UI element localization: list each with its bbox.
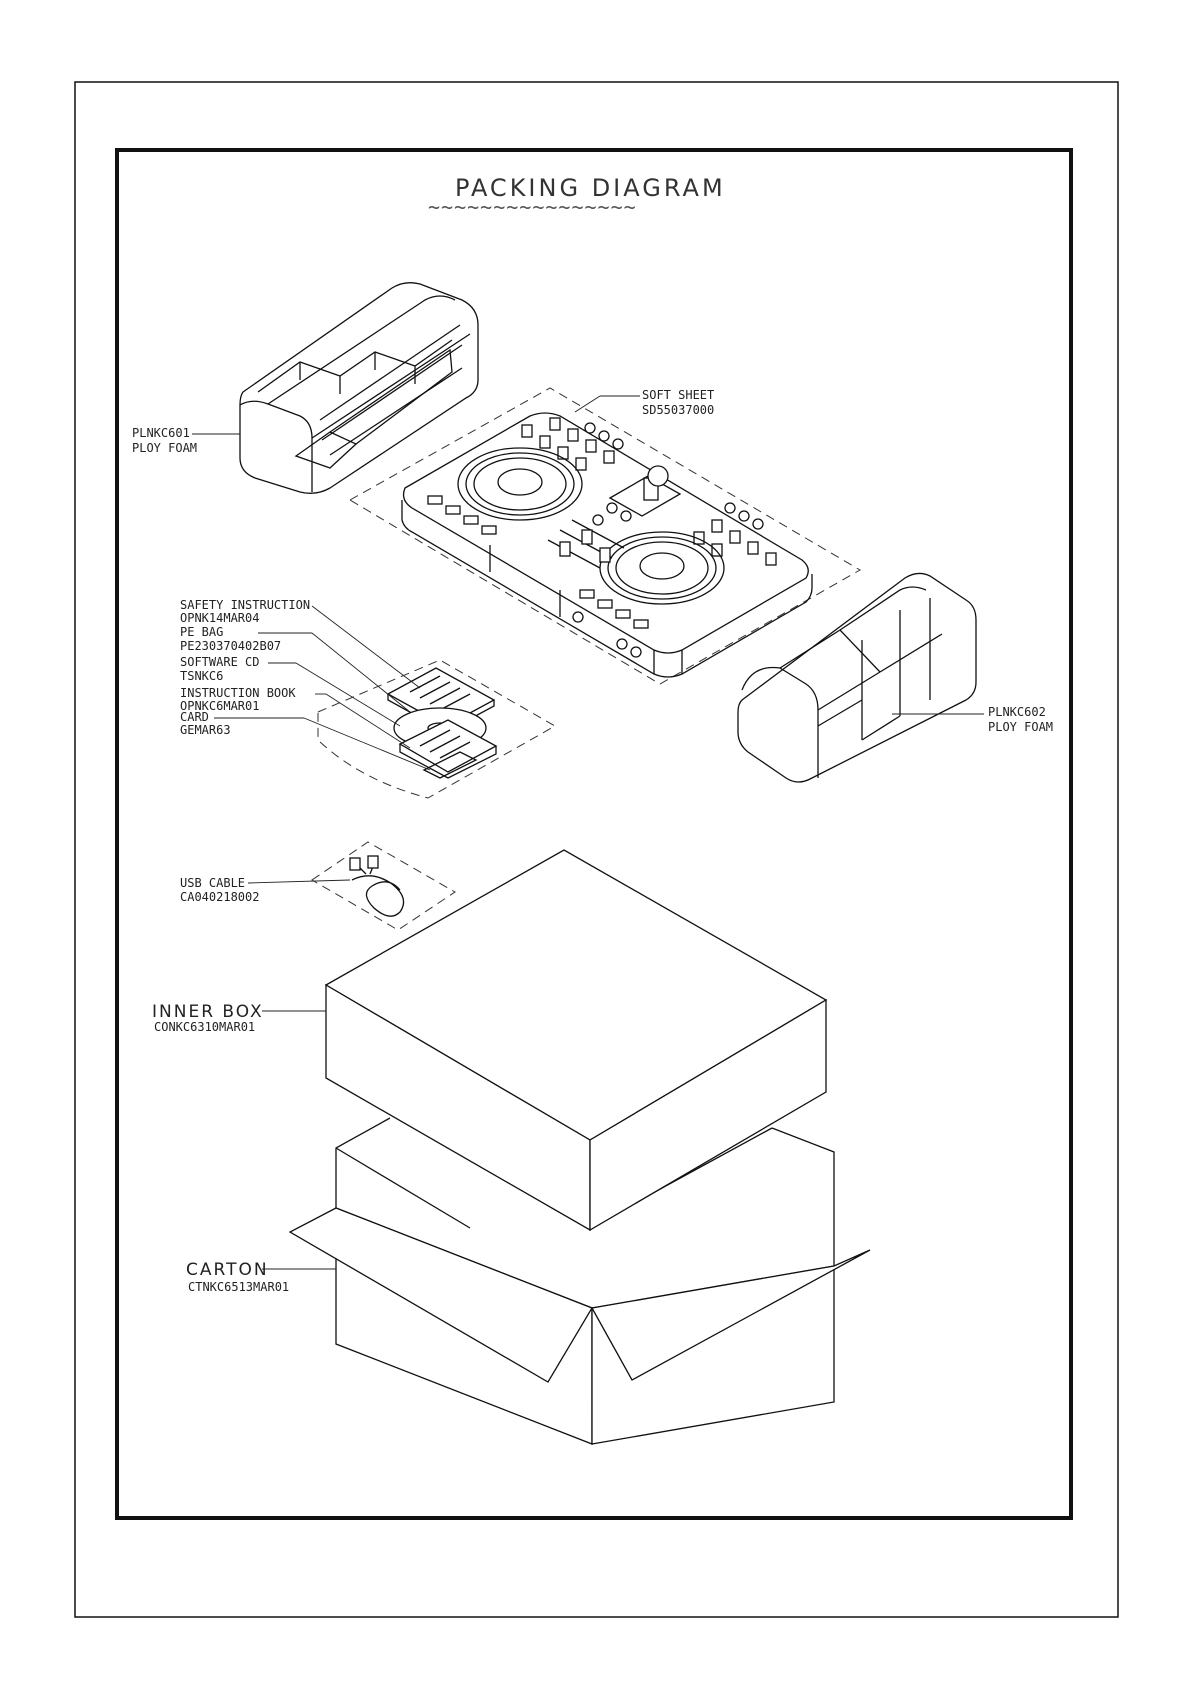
pe-bag-part: PE230370402B07: [180, 639, 281, 653]
inner-box-name: INNER BOX: [152, 1002, 264, 1022]
leader-usb-cable: [248, 880, 350, 883]
card-part: GEMAR63: [180, 723, 231, 737]
foam-right-part: PLNKC602: [988, 705, 1046, 719]
foam-left-desc: PLOY FOAM: [132, 441, 197, 455]
dj-controller-drawing: [402, 413, 812, 677]
software-cd-part: TSNKC6: [180, 669, 223, 683]
usb-bag-outline: [312, 842, 455, 930]
safety-part: OPNK14MAR04: [180, 611, 259, 625]
soft-sheet-name: SOFT SHEET: [642, 388, 714, 402]
inner-box-drawing: [326, 850, 826, 1230]
software-cd-name: SOFTWARE CD: [180, 655, 259, 669]
documents-drawing: [388, 668, 496, 778]
usb-cable-drawing: [350, 856, 404, 916]
card-name: CARD: [180, 710, 209, 724]
foam-left-drawing: [240, 283, 478, 494]
carton-name: CARTON: [186, 1260, 269, 1280]
safety-name: SAFETY INSTRUCTION: [180, 598, 310, 612]
foam-right-drawing: [738, 573, 976, 782]
usb-cable-part: CA040218002: [180, 890, 259, 904]
title-underline: ~~~~~~~~~~~~~~~~: [428, 195, 637, 219]
foam-right-desc: PLOY FOAM: [988, 720, 1053, 734]
foam-left-part: PLNKC601: [132, 426, 190, 440]
usb-cable-name: USB CABLE: [180, 876, 245, 890]
pe-bag-name: PE BAG: [180, 625, 223, 639]
inner-box-part: CONKC6310MAR01: [154, 1020, 255, 1034]
instruction-book-name: INSTRUCTION BOOK: [180, 686, 296, 700]
carton-part: CTNKC6513MAR01: [188, 1280, 289, 1294]
soft-sheet-part: SD55037000: [642, 403, 714, 417]
